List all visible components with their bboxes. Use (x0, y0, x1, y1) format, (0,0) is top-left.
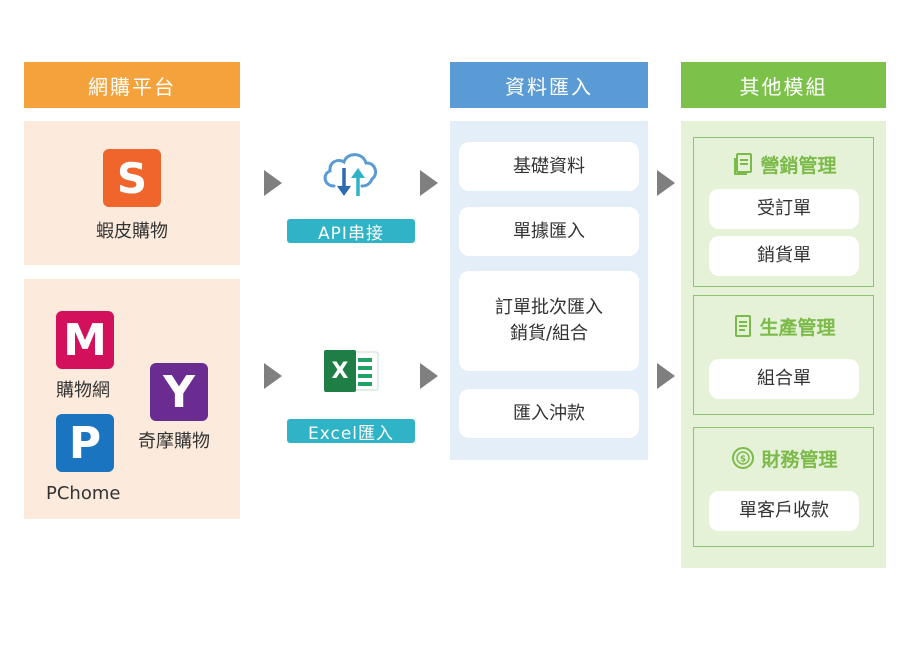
shopee-label: 蝦皮購物 (96, 221, 168, 242)
arrow-right-icon (657, 170, 675, 196)
excel-icon-letter: X (331, 358, 349, 384)
panel-other-stores: M 購物網 Y 奇摩購物 P PChome (24, 279, 240, 519)
module-production-title: 生產管理 (694, 312, 875, 340)
import-item-document-import: 單據匯入 (459, 207, 639, 256)
shopee-logo: S (103, 149, 161, 207)
module-item-sales-invoice: 銷貨單 (709, 236, 859, 276)
import-item-payment-offset: 匯入沖款 (459, 389, 639, 438)
panel-other-modules: 營銷管理 受訂單 銷貨單 生產管理 組合單 $ 財務管理 單客戶收款 (681, 121, 886, 568)
arrow-right-icon (264, 170, 282, 196)
momo-label: 購物網 (56, 380, 110, 401)
module-item-sales-order: 受訂單 (709, 189, 859, 229)
batch-order-line2: 銷貨/組合 (509, 323, 589, 344)
import-item-batch-order: 訂單批次匯入 銷貨/組合 (459, 271, 639, 371)
module-item-customer-payment: 單客戶收款 (709, 491, 859, 531)
header-data-import: 資料匯入 (450, 62, 648, 108)
module-marketing-title-text: 營銷管理 (760, 154, 837, 177)
module-production: 生產管理 組合單 (693, 295, 874, 415)
pchome-logo: P (56, 414, 114, 472)
coin-icon: $ (732, 447, 755, 469)
arrow-right-icon (420, 363, 438, 389)
module-finance-title-text: 財務管理 (761, 448, 838, 471)
module-marketing-title: 營銷管理 (694, 150, 875, 178)
batch-order-line1: 訂單批次匯入 (495, 297, 603, 318)
document-list-icon (734, 153, 753, 175)
api-connector-label: API串接 (287, 219, 415, 244)
pchome-label: PChome (46, 483, 121, 504)
module-item-assembly-order: 組合單 (709, 359, 859, 399)
yahoo-logo: Y (150, 363, 208, 421)
yahoo-label: 奇摩購物 (138, 431, 210, 452)
module-finance: $ 財務管理 單客戶收款 (693, 427, 874, 547)
excel-icon: X (322, 348, 380, 394)
cloud-sync-icon (318, 144, 382, 200)
arrow-right-icon (264, 363, 282, 389)
arrow-right-icon (420, 170, 438, 196)
import-item-basic-data: 基礎資料 (459, 142, 639, 191)
panel-shopee: S 蝦皮購物 (24, 121, 240, 265)
svg-text:$: $ (740, 455, 746, 465)
excel-connector-label: Excel匯入 (287, 419, 415, 444)
module-production-title-text: 生產管理 (759, 316, 836, 339)
module-finance-title: $ 財務管理 (694, 444, 875, 472)
document-icon (735, 315, 752, 337)
momo-logo: M (56, 311, 114, 369)
arrow-right-icon (657, 363, 675, 389)
module-marketing: 營銷管理 受訂單 銷貨單 (693, 137, 874, 287)
header-other-modules: 其他模組 (681, 62, 886, 108)
panel-data-import: 基礎資料 單據匯入 訂單批次匯入 銷貨/組合 匯入沖款 (450, 121, 648, 460)
header-platforms: 網購平台 (24, 62, 240, 108)
